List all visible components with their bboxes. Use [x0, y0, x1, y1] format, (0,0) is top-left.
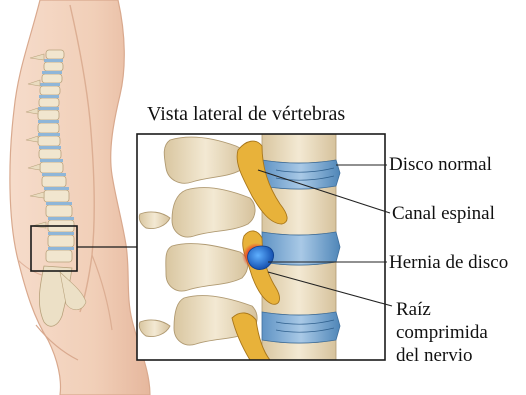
label-normal-disc: Disco normal	[389, 153, 492, 176]
label-compressed-nerve-root: Raíz comprimida del nervio	[396, 298, 506, 367]
label-compressed-root-line2: comprimida	[396, 321, 506, 344]
label-compressed-root-line1: Raíz	[396, 298, 506, 321]
inset-view	[137, 134, 385, 360]
inset-title: Vista lateral de vértebras	[147, 103, 345, 126]
label-herniated-disc: Hernia de disco	[389, 251, 508, 274]
label-spinal-canal: Canal espinal	[392, 202, 495, 225]
label-compressed-root-line3: del nervio	[396, 344, 506, 367]
intervertebral-discs	[262, 160, 340, 343]
body-silhouette	[10, 0, 150, 395]
